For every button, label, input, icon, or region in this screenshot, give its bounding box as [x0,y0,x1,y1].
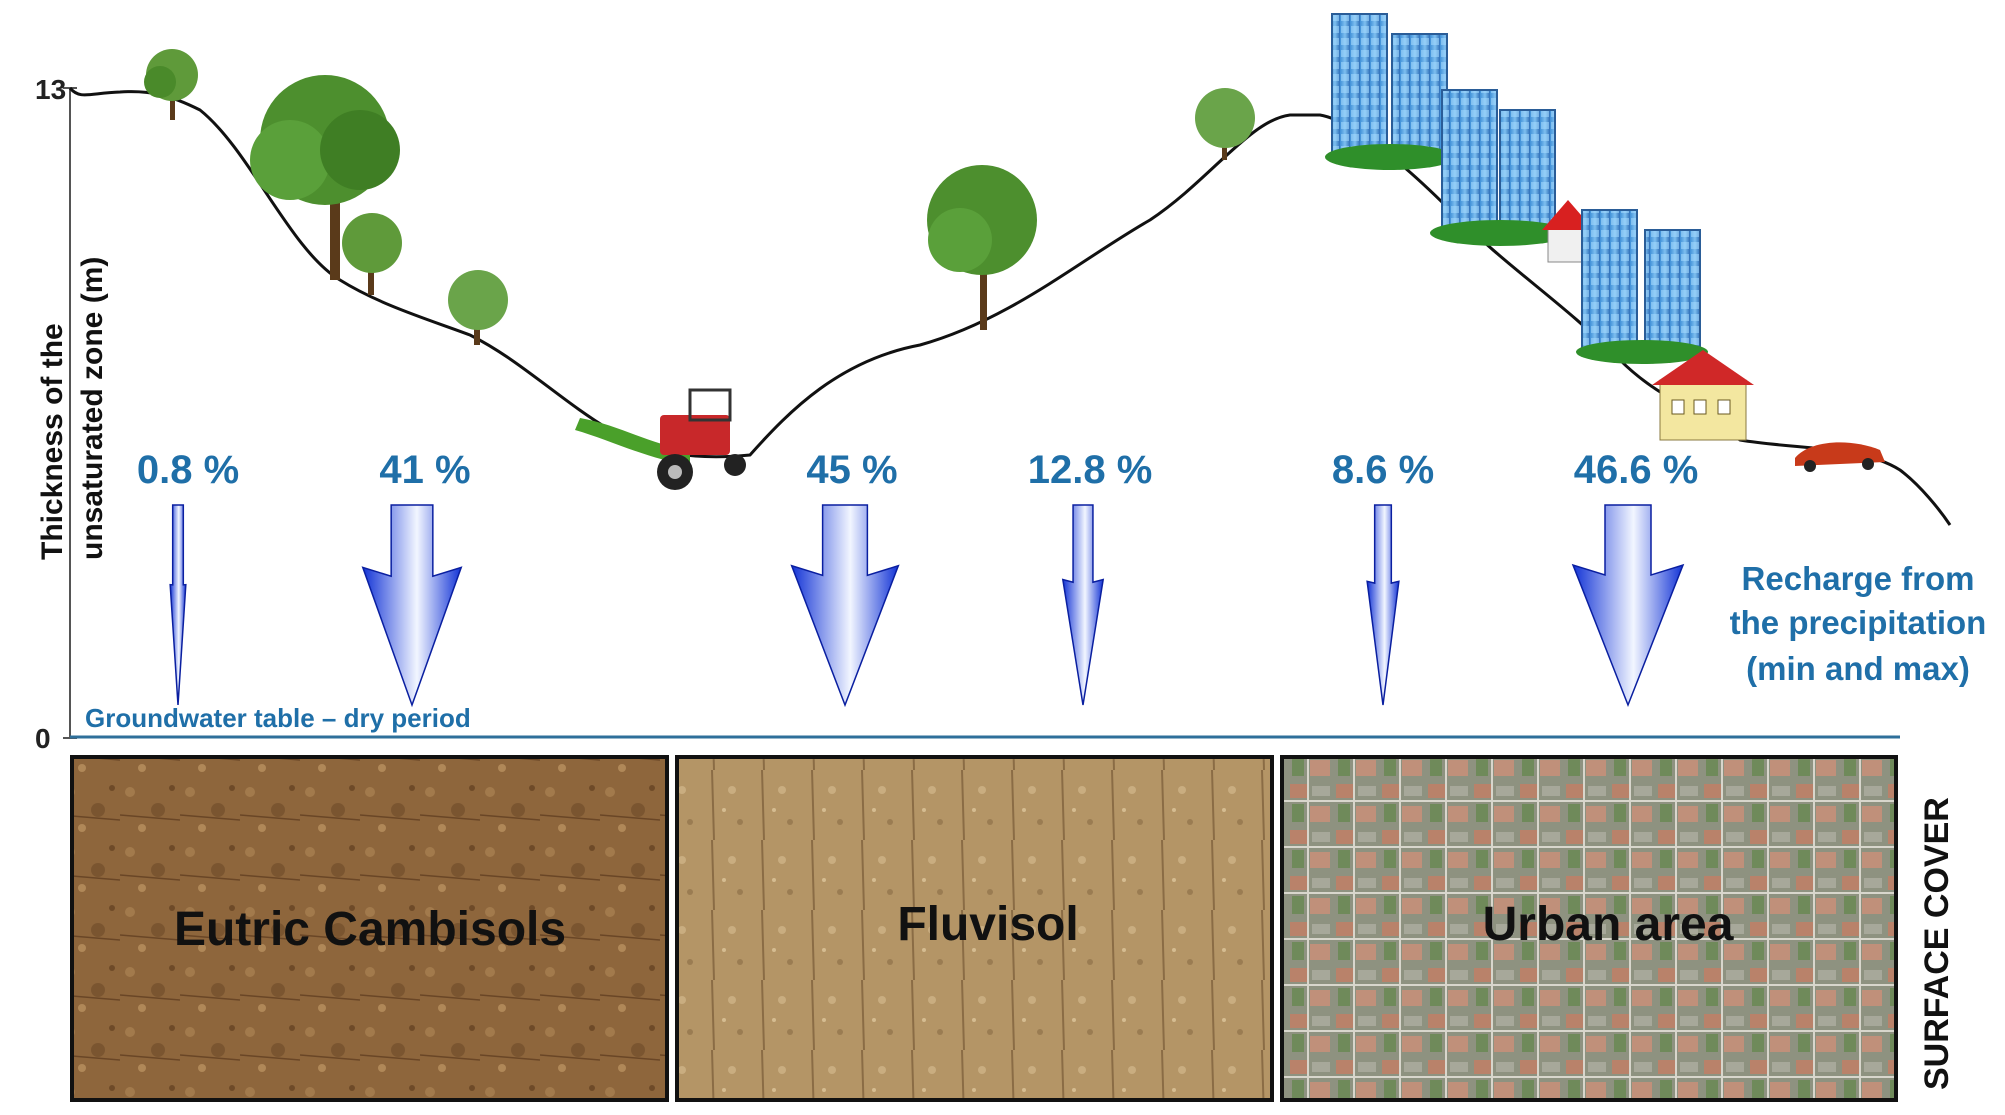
tree-icon [1195,88,1255,160]
car-icon [1795,442,1885,472]
recharge-arrows [169,504,1685,708]
panel-label: Eutric Cambisols [174,903,566,956]
groundwater-label: Groundwater table – dry period [85,703,471,733]
surface-panel-urban: Urban area [1280,755,1898,1102]
surface-panel-fluvisol: Fluvisol [675,755,1274,1102]
surface-panel-cambisols: Eutric Cambisols [70,755,669,1102]
surface-cover-title-text: SURFACE COVER [1918,797,1956,1090]
recharge-arrow-icon [1366,504,1400,706]
house-icon [1652,350,1754,441]
recharge-arrow-icon [1061,504,1105,706]
recharge-arrow-icon [790,504,900,708]
recharge-label: 8.6 % [1332,448,1434,492]
recharge-title-line: (min and max) [1746,650,1970,687]
panel-label: Fluvisol [897,898,1078,951]
axis-title-line2: unsaturated zone (m) [76,257,109,560]
recharge-title-line: Recharge from [1742,560,1975,597]
tractor-icon [657,388,746,490]
recharge-title-line: the precipitation [1730,604,1987,641]
panel-label: Urban area [1483,898,1734,951]
recharge-arrow-icon [169,504,187,706]
recharge-title: Recharge from the precipitation (min and… [1730,560,1987,687]
recharge-arrow-icon [1571,504,1685,708]
tree-icon [342,213,402,295]
recharge-label: 41 % [379,448,470,492]
tree-icon [144,49,198,120]
building-icon [1576,209,1708,364]
y-axis: 13 0 [35,74,77,754]
tree-icon [448,270,508,345]
recharge-label: 12.8 % [1028,448,1153,492]
building-icon [1325,13,1455,170]
axis-title-line1: Thickness of the [36,323,69,560]
building-icon [1430,89,1570,246]
recharge-arrow-icon [361,504,463,708]
axis-min-label: 0 [35,723,51,754]
recharge-label: 0.8 % [137,448,239,492]
recharge-label: 46.6 % [1574,448,1699,492]
axis-max-label: 13 [35,74,66,105]
recharge-labels: 0.8 % 41 % 45 % 12.8 % 8.6 % 46.6 % [137,448,1698,492]
tree-icon [250,75,400,280]
surface-cover-title: SURFACE COVER [1918,797,1956,1090]
recharge-label: 45 % [806,448,897,492]
axis-title: Thickness of the unsaturated zone (m) [36,257,109,560]
tree-icon [927,165,1037,330]
